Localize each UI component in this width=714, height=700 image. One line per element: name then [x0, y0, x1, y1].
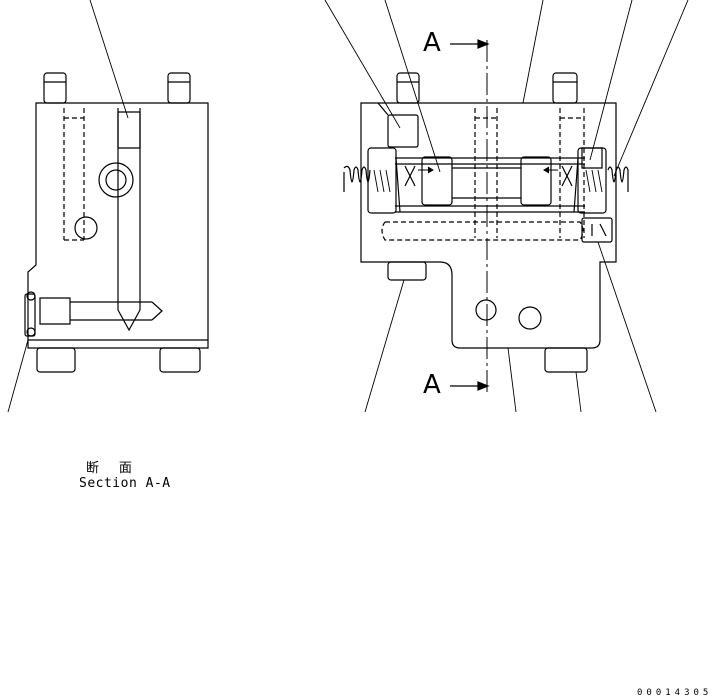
left-vertical-passage — [118, 108, 140, 330]
right-bolt-pocket-left — [388, 115, 418, 147]
right-spring-left — [344, 166, 370, 182]
right-foot-right — [545, 348, 587, 372]
right-coil-detail — [374, 170, 602, 192]
right-spool-land-left — [422, 157, 452, 205]
right-foot-left — [388, 262, 426, 280]
right-spring-right — [608, 167, 628, 192]
right-hidden-lines — [382, 108, 584, 240]
section-mark-top: A — [423, 28, 441, 58]
left-large-port-inner — [106, 170, 126, 190]
section-mark-bottom: A — [423, 370, 441, 400]
leader-lines — [8, 0, 688, 412]
right-body-outline — [361, 103, 616, 348]
section-line — [450, 40, 488, 394]
left-horizontal-passage — [40, 298, 162, 324]
right-spool-bore — [395, 158, 585, 212]
left-view — [25, 73, 208, 372]
left-side-plug — [25, 292, 35, 336]
left-top-bolt-right — [168, 73, 190, 103]
left-small-port — [75, 217, 97, 239]
drawing-number: 00014305 — [637, 688, 713, 698]
right-endcap-detail — [396, 158, 578, 212]
left-body-outline — [28, 103, 208, 348]
right-lower-valve — [582, 218, 612, 242]
right-top-bolt-right — [553, 73, 577, 103]
section-title-kanji: 断 面 — [86, 461, 138, 476]
right-endcap-left — [368, 148, 396, 213]
right-port-center — [476, 300, 496, 320]
left-foot-right — [160, 348, 200, 372]
right-endcap-right — [578, 148, 606, 213]
left-top-bolt-left — [44, 73, 66, 103]
section-caption: Section A-A — [79, 476, 171, 491]
right-spool-arrows — [418, 167, 558, 173]
right-top-bolt-left — [397, 73, 419, 103]
left-hidden-hole — [64, 108, 84, 240]
right-port-right — [519, 307, 541, 329]
right-spool-land-right — [521, 157, 551, 205]
left-foot-left — [37, 348, 75, 372]
right-view — [344, 73, 628, 372]
left-large-port-outer — [99, 163, 133, 197]
